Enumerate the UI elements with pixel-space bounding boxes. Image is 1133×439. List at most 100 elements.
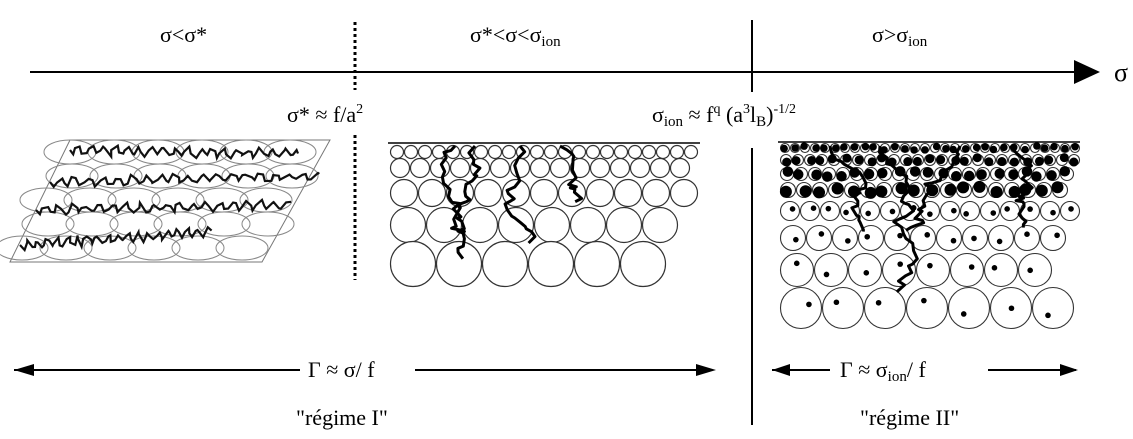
counterion — [897, 261, 904, 267]
counterion — [1045, 312, 1051, 319]
counterion — [973, 180, 986, 193]
counterion — [972, 153, 982, 163]
blob — [389, 157, 411, 179]
gamma-regime2-label: Γ ≈ σion/ f — [840, 357, 926, 385]
blob — [585, 144, 601, 160]
flat-blob — [241, 211, 295, 237]
blob — [649, 157, 671, 179]
counterion — [811, 169, 822, 181]
blob — [613, 144, 629, 160]
blob — [569, 206, 607, 244]
gamma-regime1-label: Γ ≈ σ/ f — [308, 357, 375, 382]
counterion — [1027, 267, 1033, 274]
blob — [905, 286, 949, 330]
counterion — [990, 186, 1003, 199]
blob — [589, 157, 611, 179]
blob — [819, 200, 841, 222]
grafted-chain — [503, 145, 537, 245]
counterion — [971, 235, 977, 242]
counterion — [1040, 144, 1049, 152]
blob — [1013, 224, 1041, 252]
blob — [529, 157, 551, 179]
blob — [669, 178, 699, 208]
counterion — [864, 186, 877, 199]
counterion — [891, 142, 899, 151]
blob — [683, 144, 699, 160]
counterion — [949, 145, 957, 154]
counterion — [1021, 145, 1029, 154]
counterion — [825, 205, 832, 212]
counterion — [806, 301, 812, 308]
counterion — [823, 271, 830, 278]
counterion — [991, 265, 998, 271]
counterion — [1033, 142, 1041, 150]
blob — [831, 224, 859, 252]
counterion — [925, 154, 935, 164]
counterion — [960, 311, 967, 317]
blob — [655, 144, 671, 160]
counterion — [1050, 209, 1056, 216]
blob — [805, 224, 833, 252]
counterion — [782, 166, 794, 177]
counterion — [1054, 232, 1060, 239]
blob — [959, 200, 981, 222]
counterion — [927, 211, 933, 217]
counterion — [782, 157, 792, 167]
flat-chains-panel — [0, 139, 331, 263]
blob — [389, 178, 419, 208]
blob — [629, 157, 651, 179]
blob — [619, 240, 667, 288]
grafted-chain — [878, 145, 919, 294]
grafted-chain — [905, 145, 962, 232]
counterion — [793, 260, 800, 267]
counterion — [951, 207, 957, 214]
counterion — [875, 299, 882, 306]
counterion — [779, 185, 792, 198]
blob — [863, 286, 907, 330]
blob — [543, 144, 559, 160]
counterion — [994, 168, 1006, 179]
counterion — [984, 157, 994, 167]
counterion — [961, 145, 970, 153]
blob — [527, 240, 575, 288]
counterion — [842, 153, 852, 163]
counterion — [922, 167, 934, 178]
counterion — [818, 231, 825, 237]
counterion — [792, 169, 804, 180]
counterion — [996, 238, 1003, 245]
counterion — [942, 144, 950, 153]
counterion — [897, 232, 903, 239]
blob — [779, 200, 801, 222]
counterion — [903, 157, 913, 167]
counterion — [1061, 144, 1069, 153]
counterion — [831, 144, 840, 152]
flat-blob — [39, 235, 93, 261]
blob — [549, 157, 571, 179]
blob — [409, 157, 431, 179]
blob — [389, 144, 405, 160]
counterion — [861, 142, 870, 151]
blob — [533, 206, 571, 244]
blob — [417, 178, 447, 208]
counterion — [936, 155, 946, 165]
blob — [979, 200, 1001, 222]
counterion — [910, 146, 918, 154]
counterion — [1008, 169, 1019, 180]
blob — [813, 252, 849, 288]
counterion — [901, 145, 909, 153]
blob — [501, 178, 531, 208]
counterion — [1024, 231, 1030, 237]
counterion — [1059, 166, 1071, 177]
counterion — [1027, 206, 1033, 212]
blob-brush-panel — [388, 142, 700, 288]
flat-chain — [69, 143, 300, 162]
counterion — [963, 170, 975, 182]
gamma-arrow-regime2 — [772, 364, 1078, 376]
counterion — [1051, 181, 1064, 194]
blob — [501, 144, 517, 160]
counterion — [1031, 171, 1042, 182]
counterion — [869, 143, 877, 151]
flat-blob — [171, 235, 225, 261]
blob — [935, 224, 963, 252]
blob — [461, 206, 499, 244]
